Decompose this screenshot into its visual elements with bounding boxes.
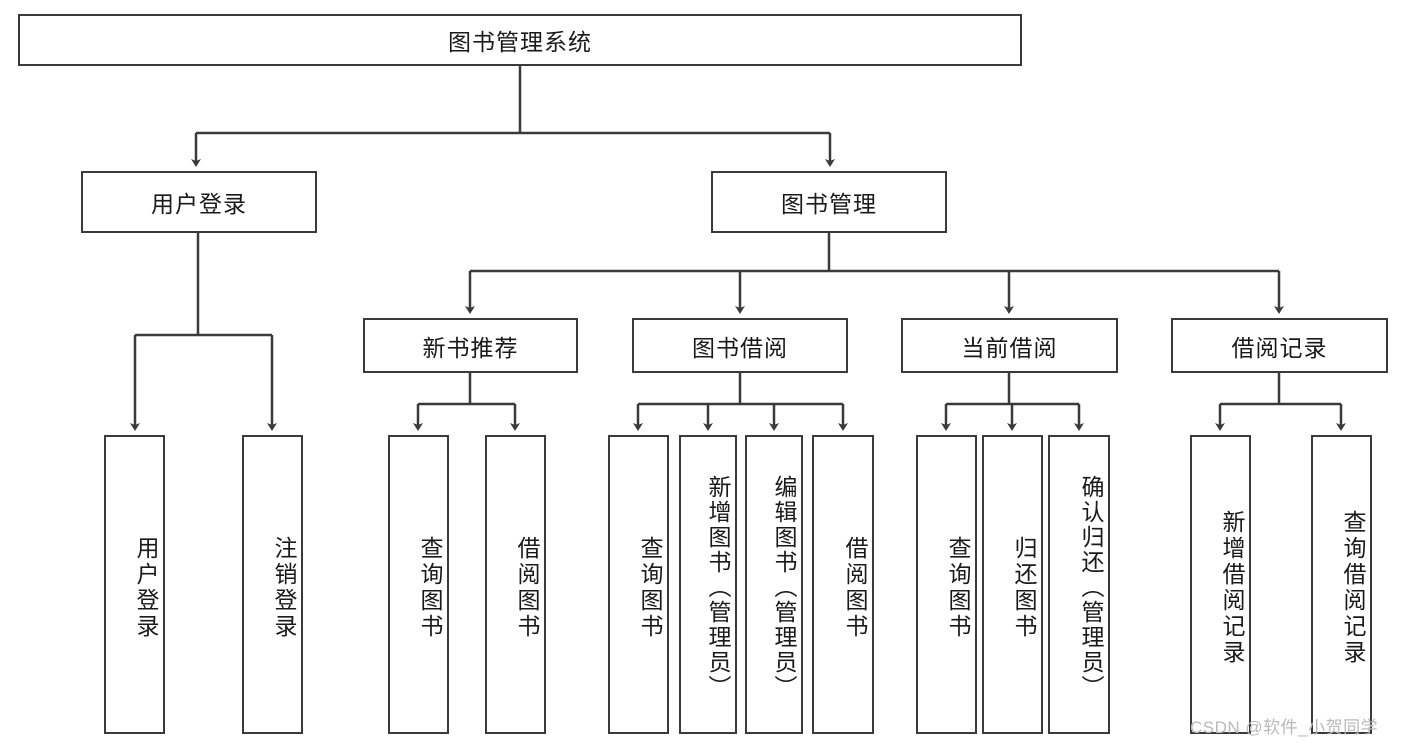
node-user-login[interactable]: 用户登录: [81, 171, 317, 233]
leaf-user-login[interactable]: 用户登录: [104, 435, 165, 734]
leaf-query-book-recommend[interactable]: 查询图书: [388, 435, 449, 734]
node-borrow-record[interactable]: 借阅记录: [1171, 318, 1388, 373]
csdn-watermark: CSDN @软件_小贺同学: [1190, 718, 1379, 737]
leaf-add-book-admin[interactable]: 新增图书（管理员）: [679, 435, 737, 734]
node-new-book-recommend[interactable]: 新书推荐: [363, 318, 578, 373]
node-book-manage[interactable]: 图书管理: [711, 171, 947, 233]
leaf-return-book[interactable]: 归还图书: [982, 435, 1043, 734]
leaf-logout-login[interactable]: 注销登录: [242, 435, 303, 734]
leaf-borrow-book-recommend[interactable]: 借阅图书: [485, 435, 546, 734]
leaf-query-borrow-record[interactable]: 查询借阅记录: [1311, 435, 1372, 734]
leaf-query-book-current[interactable]: 查询图书: [916, 435, 977, 734]
leaf-borrow-book[interactable]: 借阅图书: [812, 435, 874, 734]
leaf-edit-book-admin[interactable]: 编辑图书（管理员）: [745, 435, 803, 734]
leaf-add-borrow-record[interactable]: 新增借阅记录: [1190, 435, 1251, 734]
node-root[interactable]: 图书管理系统: [18, 14, 1022, 66]
node-book-borrow[interactable]: 图书借阅: [632, 318, 848, 373]
node-current-borrow[interactable]: 当前借阅: [901, 318, 1118, 373]
leaf-query-book-borrow[interactable]: 查询图书: [608, 435, 669, 734]
leaf-confirm-return-admin[interactable]: 确认归还（管理员）: [1048, 435, 1110, 734]
